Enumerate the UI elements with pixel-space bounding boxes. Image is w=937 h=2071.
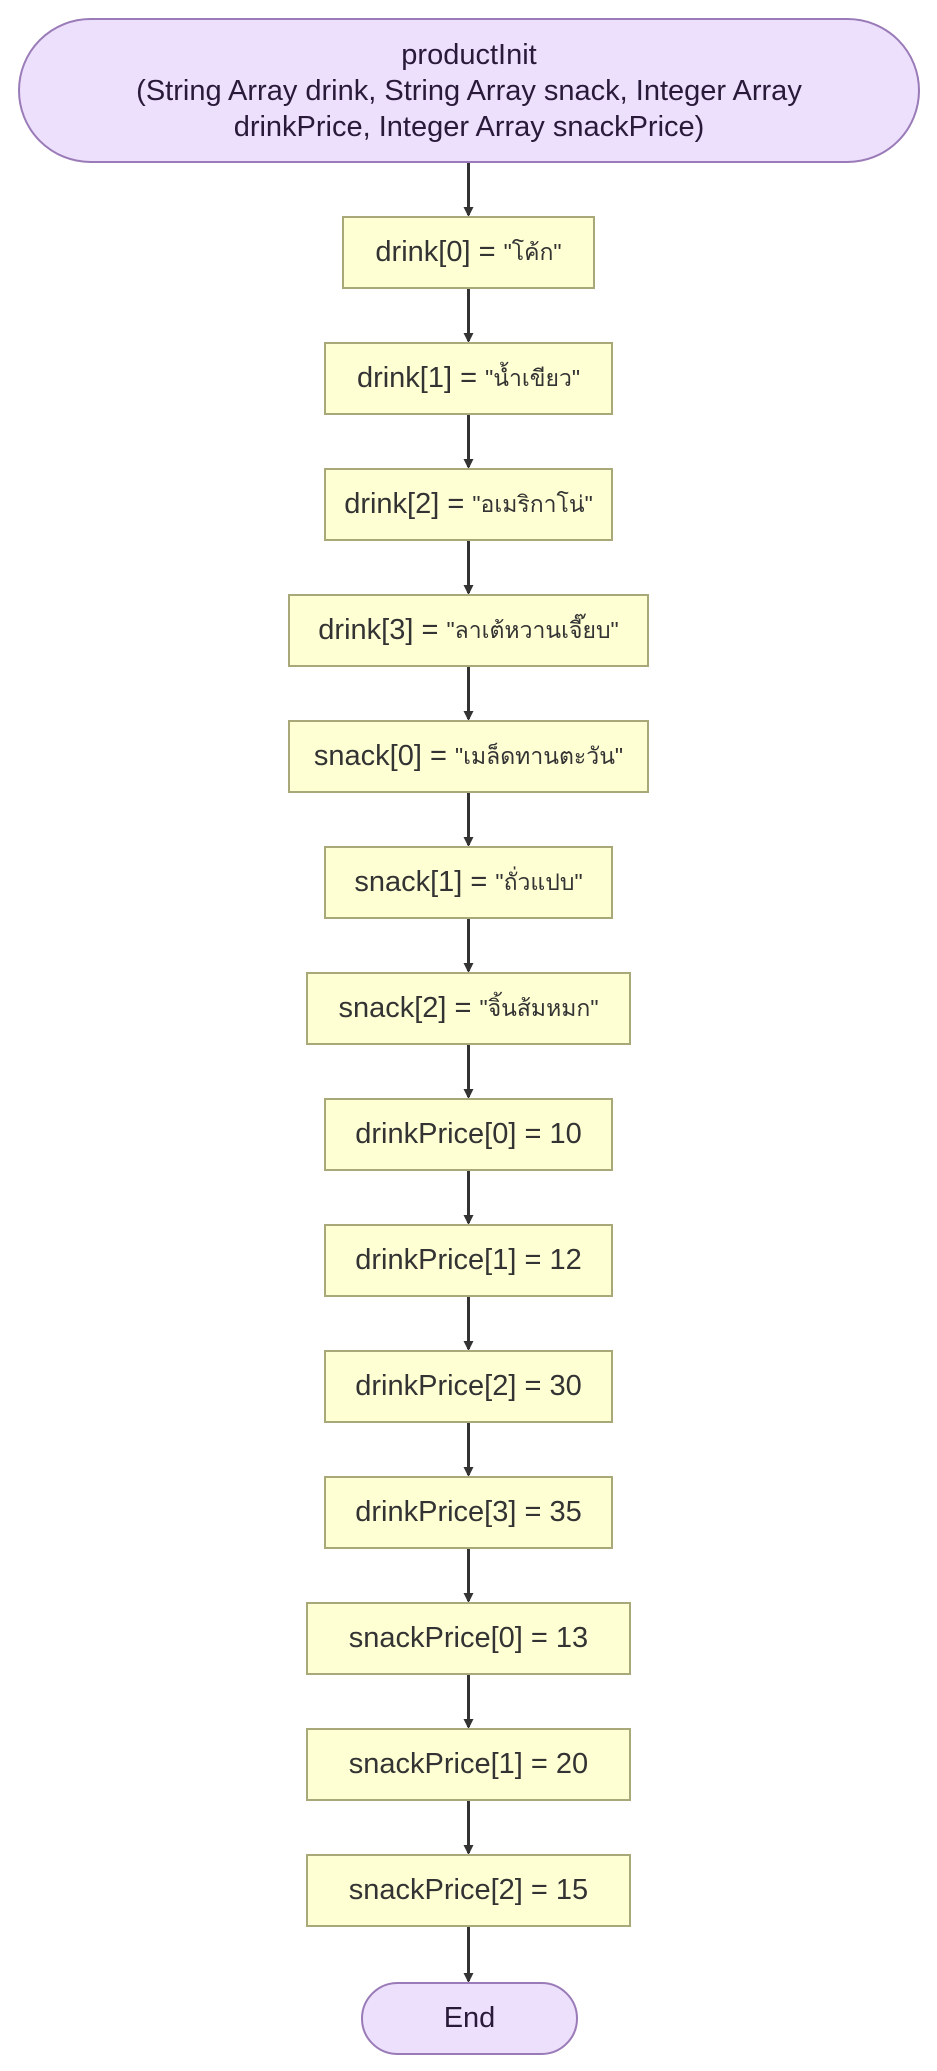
assignment-value: "น้ำเขียว" (485, 364, 581, 391)
process-step: drink[0] = "โค้ก" (342, 216, 595, 289)
assignment-value: "อเมริกาโน่" (472, 490, 593, 517)
assignment-target: drink[2] = (344, 488, 473, 520)
assignment-target: drinkPrice[3] = (355, 1496, 550, 1528)
assignment-target: snack[0] = (313, 740, 455, 772)
process-step: snack[2] = "จิ้นส้มหมก" (306, 972, 631, 1045)
assignment-target: snack[1] = (354, 866, 496, 898)
assignment-value: 12 (549, 1244, 582, 1276)
start-terminal: productInit (String Array drink, String … (18, 18, 920, 163)
function-params-line-1: (String Array drink, String Array snack,… (136, 74, 802, 107)
assignment-target: snackPrice[0] = (348, 1622, 556, 1654)
process-step: snack[0] = "เมล็ดทานตะวัน" (288, 720, 649, 793)
assignment-target: drinkPrice[2] = (355, 1370, 550, 1402)
process-step: snack[1] = "ถั่วแปบ" (324, 846, 613, 919)
process-step: snackPrice[2] = 15 (306, 1854, 631, 1927)
assignment-value: "ลาเต้หวานเจี๊ยบ" (446, 616, 619, 643)
assignment-target: drinkPrice[0] = (355, 1118, 550, 1150)
assignment-target: drinkPrice[1] = (355, 1244, 550, 1276)
assignment-target: drink[1] = (356, 362, 486, 394)
process-step: drink[2] = "อเมริกาโน่" (324, 468, 613, 541)
process-step: drinkPrice[3] = 35 (324, 1476, 613, 1549)
assignment-target: drink[3] = (318, 614, 447, 646)
assignment-value: "จิ้นส้มหมก" (479, 994, 599, 1021)
assignment-value: "โค้ก" (503, 238, 562, 265)
assignment-value: 15 (555, 1874, 589, 1906)
process-step: drinkPrice[2] = 30 (324, 1350, 613, 1423)
assignment-value: "เมล็ดทานตะวัน" (454, 742, 624, 769)
process-step: drinkPrice[1] = 12 (324, 1224, 613, 1297)
assignment-target: snack[2] = (338, 992, 480, 1024)
assignment-target: snackPrice[1] = (348, 1748, 556, 1780)
process-step: drink[1] = "น้ำเขียว" (324, 342, 613, 415)
assignment-value: 13 (555, 1622, 589, 1654)
end-terminal: End (361, 1982, 578, 2055)
function-name: productInit (401, 38, 537, 71)
assignment-target: drink[0] = (375, 236, 504, 268)
assignment-value: 10 (549, 1118, 582, 1150)
assignment-value: 20 (555, 1748, 589, 1780)
process-step: snackPrice[0] = 13 (306, 1602, 631, 1675)
process-step: snackPrice[1] = 20 (306, 1728, 631, 1801)
assignment-target: snackPrice[2] = (348, 1874, 556, 1906)
assignment-value: "ถั่วแปบ" (495, 868, 583, 895)
process-step: drink[3] = "ลาเต้หวานเจี๊ยบ" (288, 594, 649, 667)
assignment-value: 30 (549, 1370, 582, 1402)
process-step: drinkPrice[0] = 10 (324, 1098, 613, 1171)
assignment-value: 35 (549, 1496, 582, 1528)
function-params-line-2: drinkPrice, Integer Array snackPrice) (233, 110, 705, 143)
end-label: End (443, 2002, 496, 2034)
